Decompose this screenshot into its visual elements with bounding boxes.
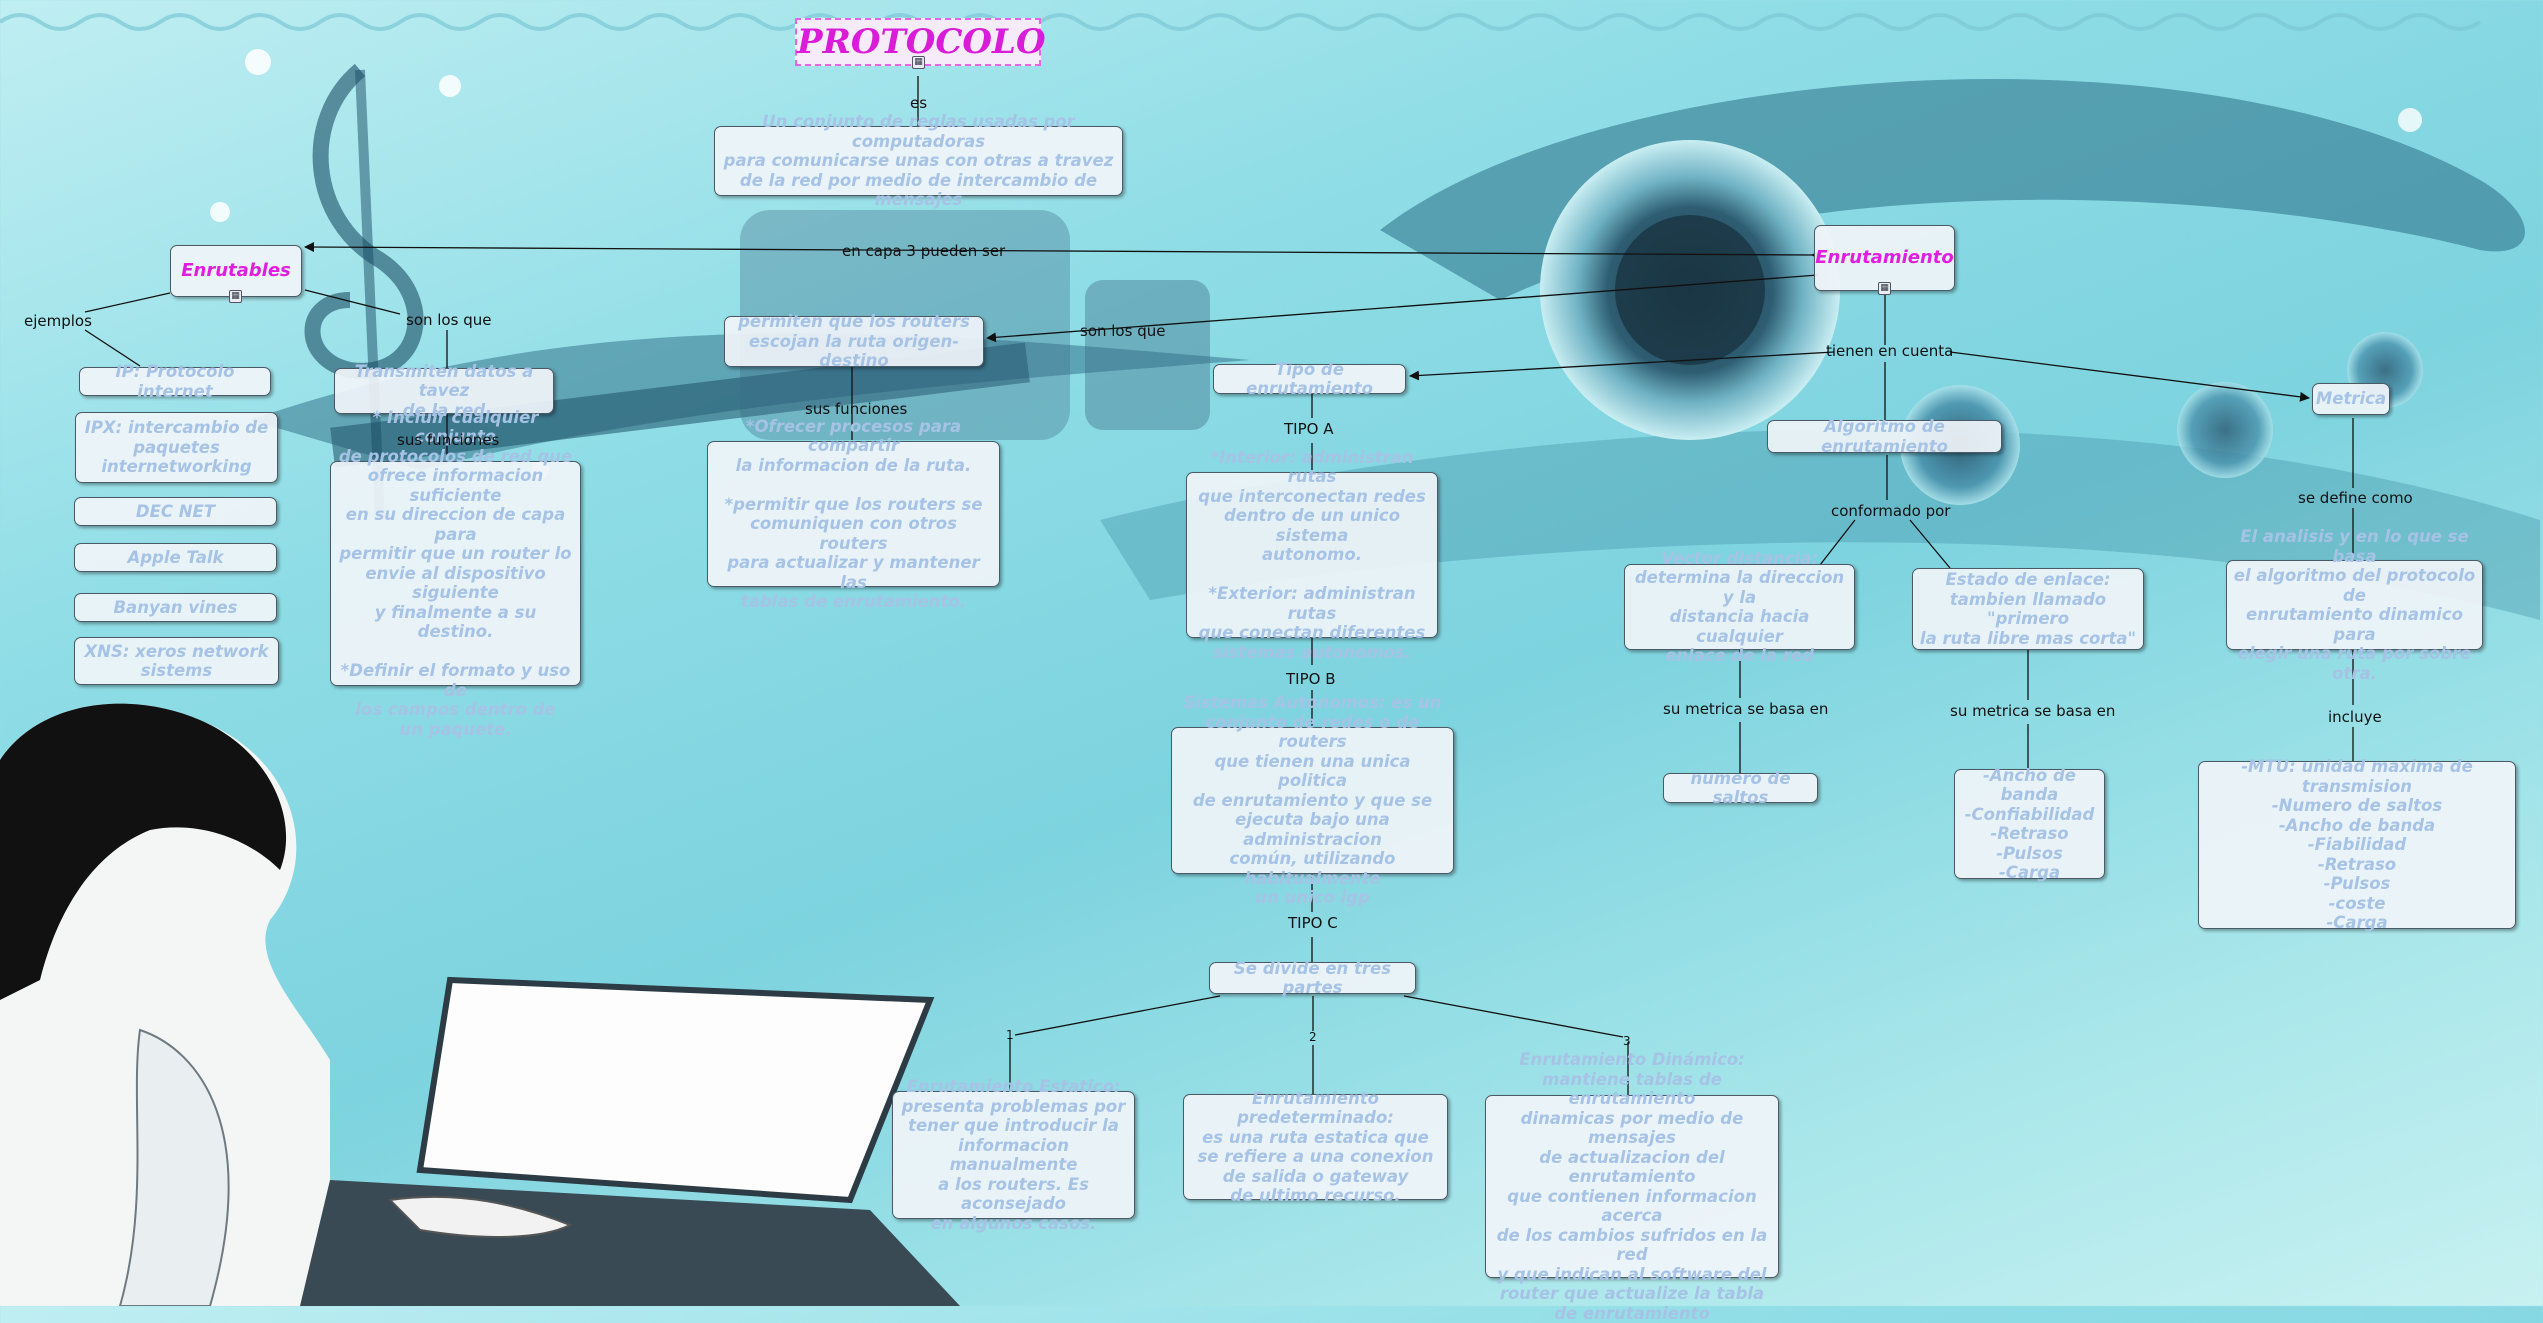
link-label-tipo-a: TIPO A xyxy=(1284,420,1334,438)
link-label-ejemplos: ejemplos xyxy=(24,312,92,330)
expand-icon[interactable]: ▦ xyxy=(912,56,925,69)
concept-enrutamiento[interactable]: Enrutamiento xyxy=(1814,225,1955,291)
link-label-metrica: su metrica se basa en xyxy=(1663,700,1829,718)
link-label-number: 1 xyxy=(1006,1028,1014,1042)
concept-algoritmo[interactable]: Algoritmo de enrutamiento xyxy=(1767,417,2002,456)
link-label-son-los-que: son los que xyxy=(1080,322,1166,340)
concept-mtu[interactable]: -MTU: unidad maxima de transmision -Nume… xyxy=(2198,757,2516,932)
concept-interior-exterior[interactable]: *Interior: administran rutas que interco… xyxy=(1186,448,1438,662)
link-label-tienen-en-cuenta: tienen en cuenta xyxy=(1826,342,1954,360)
concept-transmiten[interactable]: Transmiten datos a tavez de la red xyxy=(334,362,554,420)
link-label-sus-funciones: sus funciones xyxy=(805,400,908,418)
concept-dinamico[interactable]: Enrutamiento Dinámico: mantiene tablas d… xyxy=(1485,1050,1779,1323)
concept-tipo-enrutamiento[interactable]: Tipo de enrutamiento xyxy=(1213,360,1406,398)
link-label-es: es xyxy=(910,94,928,112)
link-label-en-capa: en capa 3 pueden ser xyxy=(842,242,1006,260)
concept-appletalk[interactable]: Apple Talk xyxy=(74,543,277,572)
concept-tres-partes[interactable]: Se divide en tres partes xyxy=(1209,959,1416,997)
concept-analisis[interactable]: El analisis y en lo que se basa el algor… xyxy=(2226,527,2483,683)
link-label-sus-funciones: sus funciones xyxy=(397,431,500,449)
concept-vector[interactable]: Vector distancia: determina la direccion… xyxy=(1624,549,1855,665)
link-label-conformado-por: conformado por xyxy=(1831,502,1951,520)
concept-definicion[interactable]: Un conjunto de reglas usadas por computa… xyxy=(714,112,1123,209)
link-label-se-define: se define como xyxy=(2298,489,2413,507)
concept-xns[interactable]: XNS: xeros network sistems xyxy=(74,637,279,685)
concept-estatico[interactable]: Enrutamiento Estatico: presenta problema… xyxy=(892,1077,1135,1233)
concept-ancho-lista[interactable]: -Ancho de banda -Confiabilidad -Retraso … xyxy=(1954,766,2105,882)
link-label-incluye: incluye xyxy=(2328,708,2382,726)
concept-decnet[interactable]: DEC NET xyxy=(74,497,277,526)
concept-metrica[interactable]: Metrica xyxy=(2312,383,2390,415)
concept-banyan[interactable]: Banyan vines xyxy=(74,593,277,622)
concept-estado-enlace[interactable]: Estado de enlace: tambien llamado "prime… xyxy=(1912,568,2144,650)
link-label-tipo-c: TIPO C xyxy=(1288,914,1338,932)
expand-icon[interactable]: ▦ xyxy=(229,290,242,303)
link-label-son-los-que: son los que xyxy=(406,311,492,329)
concept-ipx[interactable]: IPX: intercambio de paquetes internetwor… xyxy=(75,412,278,483)
link-label-tipo-b: TIPO B xyxy=(1286,670,1336,688)
expand-icon[interactable]: ▦ xyxy=(1878,282,1891,295)
link-label-number: 2 xyxy=(1309,1030,1317,1044)
concept-saltos[interactable]: numero de saltos xyxy=(1663,769,1818,807)
concept-ip[interactable]: IP: Protocolo internet xyxy=(79,362,271,401)
concept-predeterminado[interactable]: Enrutamiento predeterminado: es una ruta… xyxy=(1183,1089,1448,1205)
link-label-metrica: su metrica se basa en xyxy=(1950,702,2116,720)
concept-funciones-enrutables[interactable]: * Incluir cualquier conjunto de protocol… xyxy=(330,408,581,739)
concept-sistemas-autonomos[interactable]: Sistemas Autonomos: es un conjunto de re… xyxy=(1171,693,1454,907)
concept-permiten[interactable]: permiten que los routers escojan la ruta… xyxy=(724,312,984,370)
concept-funciones-enrutamiento[interactable]: *Ofrecer procesos para compartir la info… xyxy=(707,417,1000,611)
concept-enrutables[interactable]: Enrutables xyxy=(170,245,302,297)
link-label-number: 3 xyxy=(1623,1034,1631,1048)
